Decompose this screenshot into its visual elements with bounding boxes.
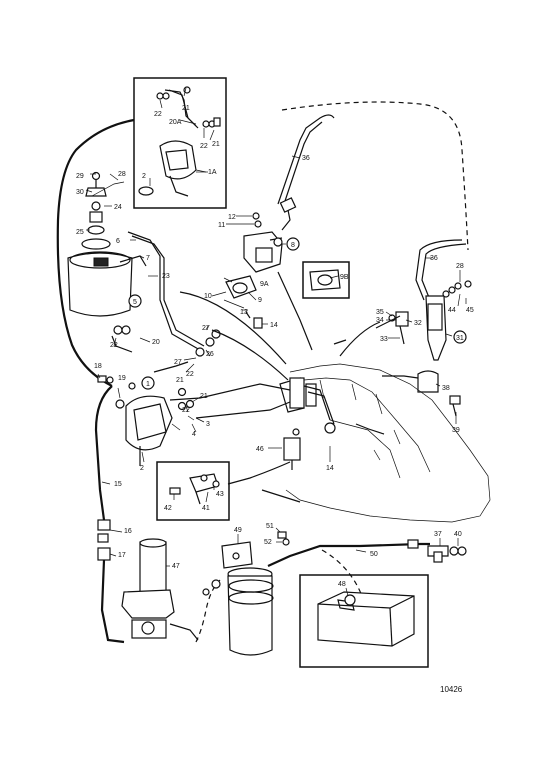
label-22: 22	[154, 111, 162, 118]
label-21: 21	[200, 393, 208, 400]
label-23: 23	[162, 273, 170, 280]
label-32: 32	[414, 320, 422, 327]
label-1: 1	[146, 381, 150, 388]
label-47: 47	[172, 563, 180, 570]
label-21: 21	[176, 377, 184, 384]
dashed-return-line-36	[281, 101, 469, 251]
label-15: 15	[114, 481, 122, 488]
label-22: 22	[186, 371, 194, 378]
label-37: 37	[434, 531, 442, 538]
fuel-pump-1a-group	[138, 86, 221, 197]
label-29: 29	[76, 173, 84, 180]
label-35: 35	[376, 309, 384, 316]
label-8: 8	[291, 242, 295, 249]
label-49: 49	[234, 527, 242, 534]
label-43: 43	[216, 491, 224, 498]
label-28: 28	[456, 263, 464, 270]
label-7: 7	[146, 255, 150, 262]
label-9a: 9A	[260, 281, 269, 288]
fuel-pump-1-group	[97, 375, 291, 466]
label-14: 14	[270, 322, 278, 329]
pointer-lines	[179, 291, 419, 503]
lift-pump-47-group	[121, 538, 221, 643]
label-18: 18	[94, 363, 102, 370]
label-40: 40	[454, 531, 462, 538]
injector-31-group	[388, 239, 472, 417]
engine-block-group	[279, 363, 491, 523]
label-19: 19	[118, 375, 126, 382]
label-41: 41	[202, 505, 210, 512]
label-44: 44	[448, 307, 456, 314]
label-20: 20	[152, 339, 160, 346]
label-2: 2	[140, 465, 144, 472]
label-22: 22	[200, 143, 208, 150]
gasket-9b	[309, 269, 341, 291]
label-45: 45	[466, 307, 474, 314]
fuel-filter-49-group	[202, 531, 430, 656]
fuel-filter-5-group	[67, 171, 221, 373]
label-1a: 1A	[208, 169, 217, 176]
label-9b: 9B	[340, 274, 349, 281]
bracket-41-group	[169, 461, 291, 505]
label-6: 6	[116, 238, 120, 245]
label-20a: 20A	[169, 119, 182, 126]
inset-bracket-41	[156, 461, 230, 521]
label-38: 38	[442, 385, 450, 392]
label-22: 22	[182, 407, 190, 414]
label-12: 12	[228, 214, 236, 221]
fuel-tank-group	[317, 591, 415, 647]
label-52: 52	[264, 539, 272, 546]
label-27: 27	[202, 325, 210, 332]
circled-callouts	[128, 237, 467, 390]
label-28: 28	[118, 171, 126, 178]
label-9: 9	[258, 297, 262, 304]
label-31: 31	[456, 335, 464, 342]
label-16: 16	[124, 528, 132, 535]
label-22: 22	[110, 342, 118, 349]
supply-line-15	[94, 385, 113, 521]
label-21: 21	[182, 105, 190, 112]
label-36: 36	[430, 255, 438, 262]
label-42: 42	[164, 505, 172, 512]
label-14: 14	[326, 465, 334, 472]
label-46: 46	[256, 446, 264, 453]
label-34: 34	[376, 317, 384, 324]
label-4: 4	[192, 431, 196, 438]
label-50: 50	[370, 551, 378, 558]
fuel-return-line	[56, 118, 135, 387]
reference-number: 10426	[440, 685, 463, 694]
label-2: 2	[142, 173, 146, 180]
label-30: 30	[76, 189, 84, 196]
callout-lines	[85, 87, 467, 597]
part-labels: 21 22 20A 22 21 2 1A 29 28 30 24 25 6 7 …	[76, 105, 474, 588]
injection-pump-8-group	[223, 114, 335, 351]
label-21: 21	[212, 141, 220, 148]
label-27: 27	[174, 359, 182, 366]
fittings-16-17	[97, 519, 125, 644]
label-25: 25	[76, 229, 84, 236]
label-48: 48	[338, 581, 346, 588]
label-11: 11	[218, 222, 225, 229]
tee-fitting-37-40	[427, 545, 467, 563]
label-10: 10	[204, 293, 212, 300]
label-39: 39	[452, 427, 460, 434]
label-51: 51	[266, 523, 274, 530]
label-3: 3	[206, 421, 210, 428]
label-17: 17	[118, 552, 126, 559]
label-36: 36	[302, 155, 310, 162]
label-26: 26	[206, 351, 214, 358]
label-13: 13	[240, 309, 248, 316]
label-5: 5	[133, 299, 137, 306]
label-33: 33	[380, 336, 388, 343]
label-24: 24	[114, 204, 122, 211]
